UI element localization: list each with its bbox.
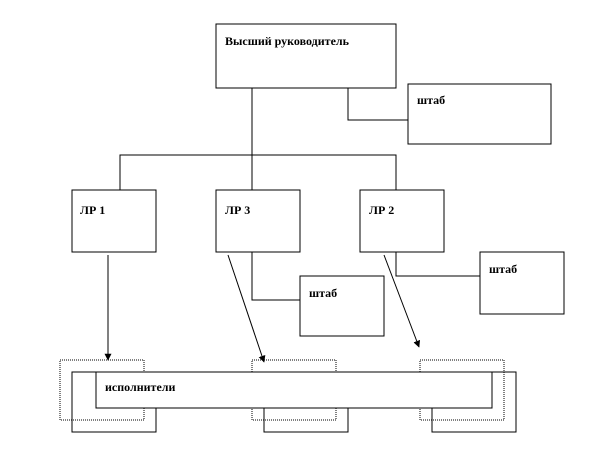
- staff-lr2-box: [479, 251, 565, 315]
- lr3-label: ЛР 3: [225, 203, 250, 217]
- lr2-staff-link: [395, 252, 480, 277]
- node-staff-lr2: штаб: [479, 251, 565, 315]
- staff-lr3-label: штаб: [309, 286, 337, 300]
- top-staff-link: [347, 88, 408, 121]
- branch-bar: [119, 154, 397, 190]
- executors-label: исполнители: [105, 380, 176, 394]
- arrows: [104, 254, 421, 363]
- executors-bar: [95, 371, 493, 409]
- node-lr3: ЛР 3: [215, 189, 301, 253]
- top-manager-box: [215, 23, 397, 89]
- staff-lr3-box: [299, 275, 385, 337]
- lr1-label: ЛР 1: [80, 203, 105, 217]
- node-lr2: ЛР 2: [359, 189, 445, 253]
- lr1-box: [71, 189, 157, 253]
- node-staff-lr3: штаб: [299, 275, 385, 337]
- node-lr1: ЛР 1: [71, 189, 157, 253]
- staff-top-box: [407, 83, 552, 145]
- connectors: [119, 88, 480, 301]
- staff-lr2-label: штаб: [489, 262, 517, 276]
- lr2-box: [359, 189, 445, 253]
- arrow-lr2-executors: [383, 254, 421, 348]
- lr3-box: [215, 189, 301, 253]
- node-top-manager: Высший руководитель: [215, 23, 397, 89]
- node-staff-top: штаб: [407, 83, 552, 145]
- staff-top-label: штаб: [417, 93, 445, 107]
- arrow-lr3-executors: [227, 254, 266, 363]
- node-executors: исполнители: [95, 371, 493, 409]
- lr2-label: ЛР 2: [369, 203, 394, 217]
- top-manager-label: Высший руководитель: [225, 34, 350, 48]
- lr3-staff-link: [251, 252, 300, 301]
